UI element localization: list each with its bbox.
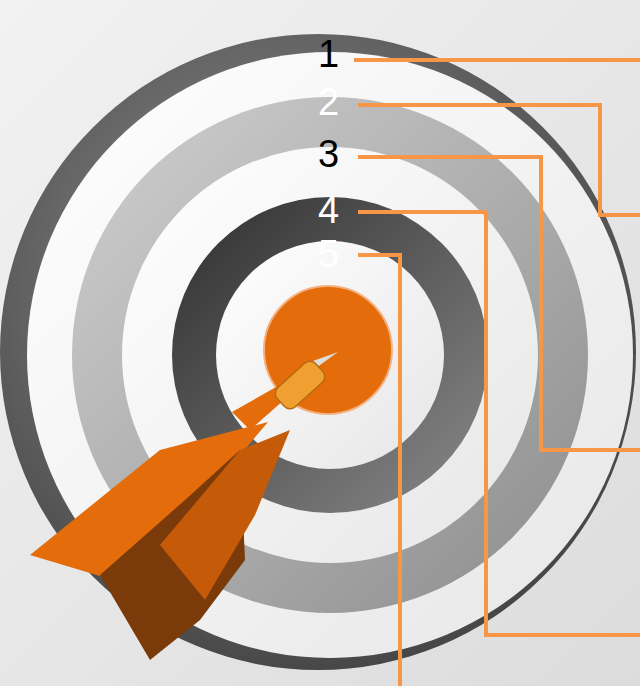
leader-lines [354,60,640,686]
dart-flight-side [160,430,290,600]
callout-number: 3 [318,134,339,174]
dart-barrel [272,358,328,412]
leader-line [358,255,400,686]
leader-line [358,105,640,215]
callout-number: 2 [318,82,339,122]
leader-line [354,58,640,62]
bullseye [264,286,392,414]
callout-number: 4 [318,190,339,230]
dart-shaft [232,352,338,430]
callout-number: 5 [318,234,339,274]
dart [30,352,338,660]
callout-number: 1 [318,34,339,74]
